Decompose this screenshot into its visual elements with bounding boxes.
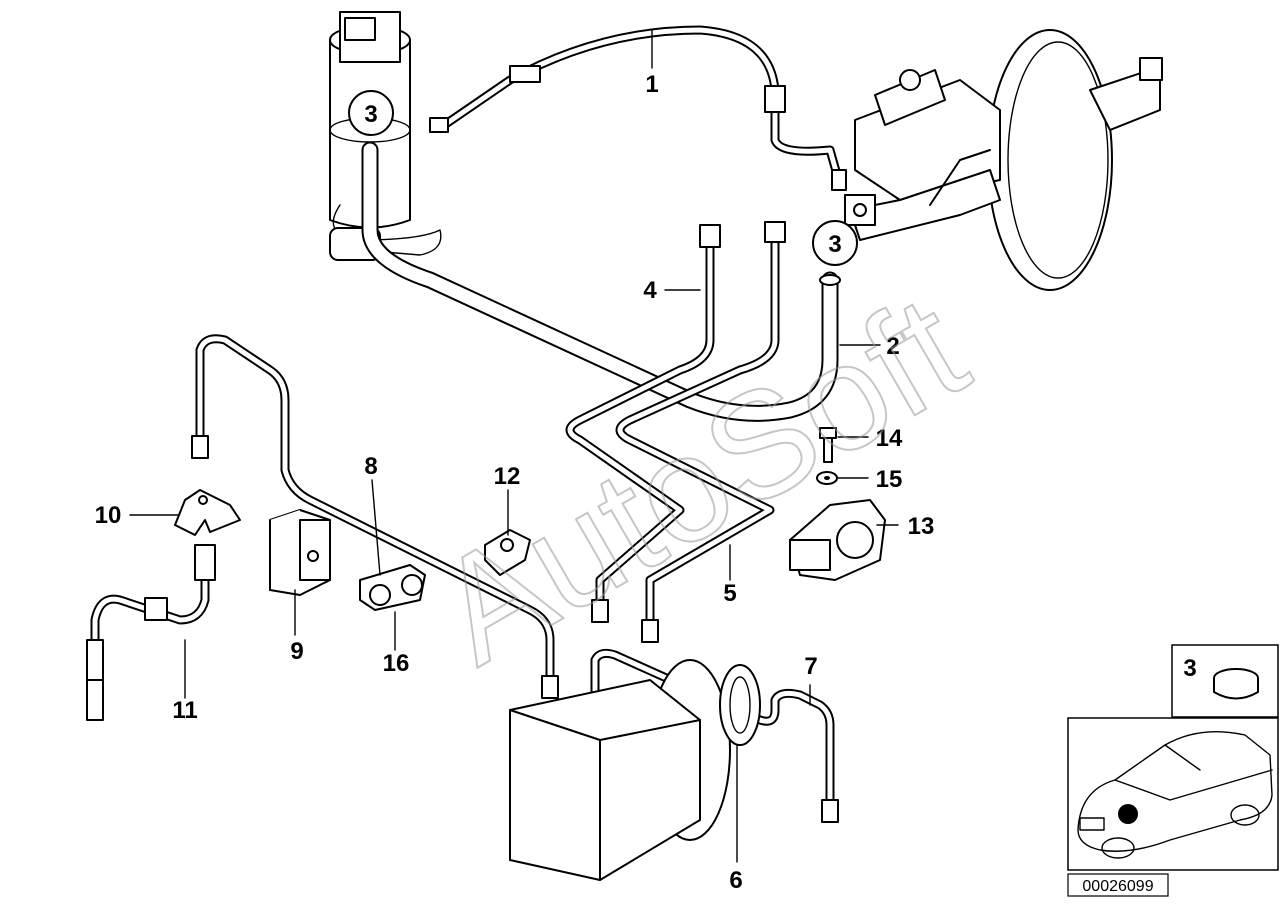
bracket-10	[174, 489, 241, 536]
brake-line-1	[429, 25, 847, 191]
callout-12: 12	[494, 463, 521, 490]
callout-4: 4	[643, 277, 657, 304]
callout-10: 10	[95, 502, 122, 529]
brake-line-left	[191, 334, 559, 699]
callout-11: 11	[172, 697, 197, 724]
clamp-icon	[1213, 668, 1259, 700]
clip-16	[359, 564, 426, 611]
grommet	[719, 664, 761, 746]
svg-text:3: 3	[828, 231, 841, 258]
car-silhouette-icon	[1077, 731, 1273, 859]
diagram-code: 00026099	[1067, 873, 1169, 897]
inset-clamp-box: 3	[1171, 644, 1279, 718]
callout-7: 7	[804, 653, 817, 680]
brake-hose-11	[86, 544, 216, 721]
inset-car-box	[1067, 717, 1279, 871]
callout-15: 15	[876, 466, 903, 493]
clip-12	[484, 529, 531, 576]
screw-14	[819, 427, 837, 463]
callout-circle-3a: 3	[348, 90, 394, 136]
svg-text:3: 3	[364, 101, 377, 128]
vacuum-hose	[361, 141, 841, 422]
leader-lines	[129, 29, 899, 863]
callout-9: 9	[290, 638, 303, 665]
abs-unit	[509, 659, 731, 881]
holder-13	[789, 499, 886, 581]
callout-14: 14	[876, 425, 903, 452]
callout-1: 1	[645, 71, 658, 98]
callout-8: 8	[364, 453, 377, 480]
location-marker-icon	[1118, 804, 1138, 824]
callout-5: 5	[723, 580, 736, 607]
washer-15	[816, 471, 838, 485]
callout-13: 13	[908, 513, 935, 540]
diagram-code-text: 00026099	[1082, 878, 1153, 895]
callout-6: 6	[729, 867, 742, 894]
callout-16: 16	[383, 650, 410, 677]
pressure-accumulator	[329, 11, 442, 261]
rubber-mount-9	[269, 509, 331, 596]
callout-2: 2	[886, 333, 899, 360]
master-cylinder	[844, 69, 1001, 241]
brake-line-4	[565, 221, 786, 643]
callout-circle-3b: 3	[812, 220, 858, 266]
brake-booster	[987, 29, 1163, 291]
inset-callout-3: 3	[1183, 655, 1196, 682]
